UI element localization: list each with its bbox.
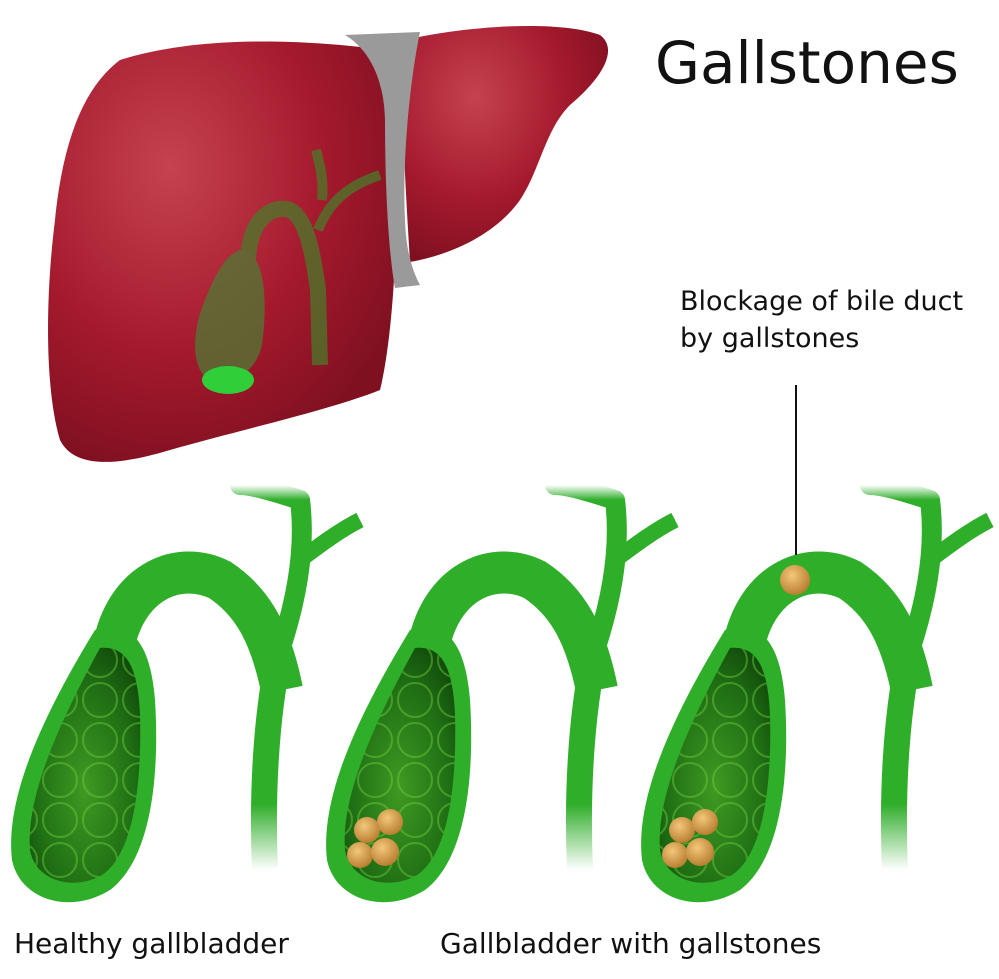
healthy-gallbladder-caption: Healthy gallbladder xyxy=(14,927,289,960)
gallstones-cluster xyxy=(347,809,403,868)
liver-left-lobe xyxy=(402,25,609,263)
duct-blocking-stone xyxy=(780,565,810,595)
blockage-label: Blockage of bile duct by gallstones xyxy=(680,286,964,354)
liver-gallbladder-overlay xyxy=(195,148,382,382)
page-title: Gallstones xyxy=(655,29,959,97)
gallstones-cluster xyxy=(662,809,718,868)
falciform-ligament xyxy=(345,32,420,288)
gallbladder-tip xyxy=(202,366,254,394)
liver-right-lobe xyxy=(48,41,397,462)
gallbladder-with-stones-b xyxy=(641,475,994,903)
gallbladder-healthy xyxy=(11,475,364,903)
liver xyxy=(48,25,609,462)
gallbladder-with-stones-a xyxy=(326,475,679,903)
gallstones-caption: Gallbladder with gallstones xyxy=(440,927,822,960)
